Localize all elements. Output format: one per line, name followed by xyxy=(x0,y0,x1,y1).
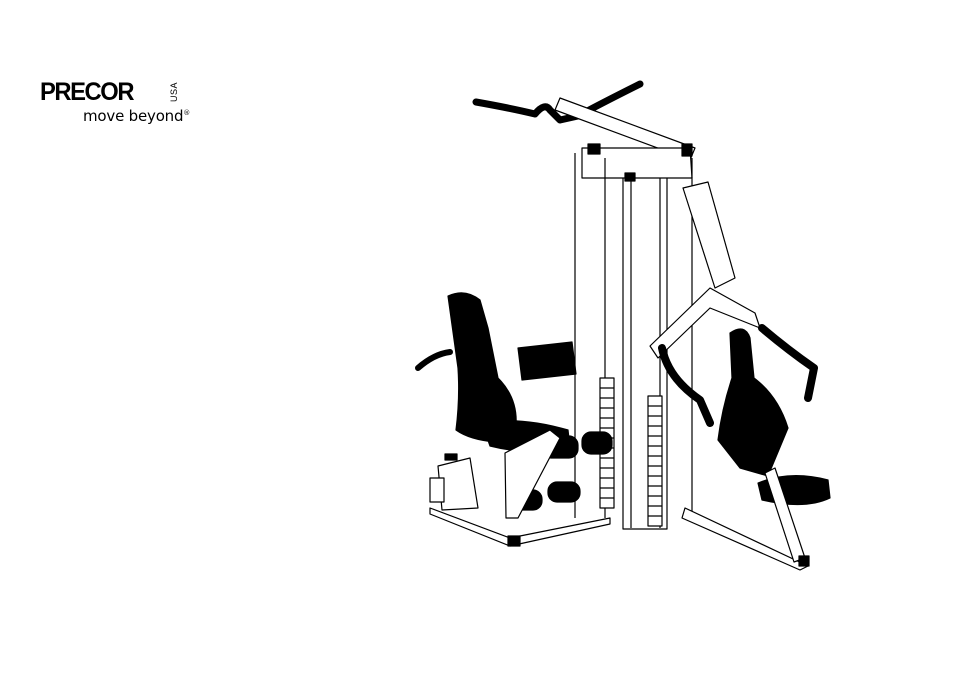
press-handle-right xyxy=(762,328,814,398)
leg-pad-top xyxy=(518,342,576,380)
weight-stack-right xyxy=(648,396,662,526)
tagline-text: move beyond xyxy=(83,107,183,125)
brand-country: USA xyxy=(170,82,179,102)
left-side-handle xyxy=(418,352,450,368)
right-seat-back xyxy=(718,329,788,476)
brand-tagline: move beyond® xyxy=(83,105,190,125)
precor-logo: PRECOR USA move beyond® xyxy=(40,78,210,128)
left-seat-back xyxy=(448,293,516,442)
trademark-mark: ® xyxy=(183,109,190,117)
brand-name: PRECOR xyxy=(40,80,133,105)
press-handle-left xyxy=(662,348,710,423)
home-gym-illustration xyxy=(410,78,840,573)
